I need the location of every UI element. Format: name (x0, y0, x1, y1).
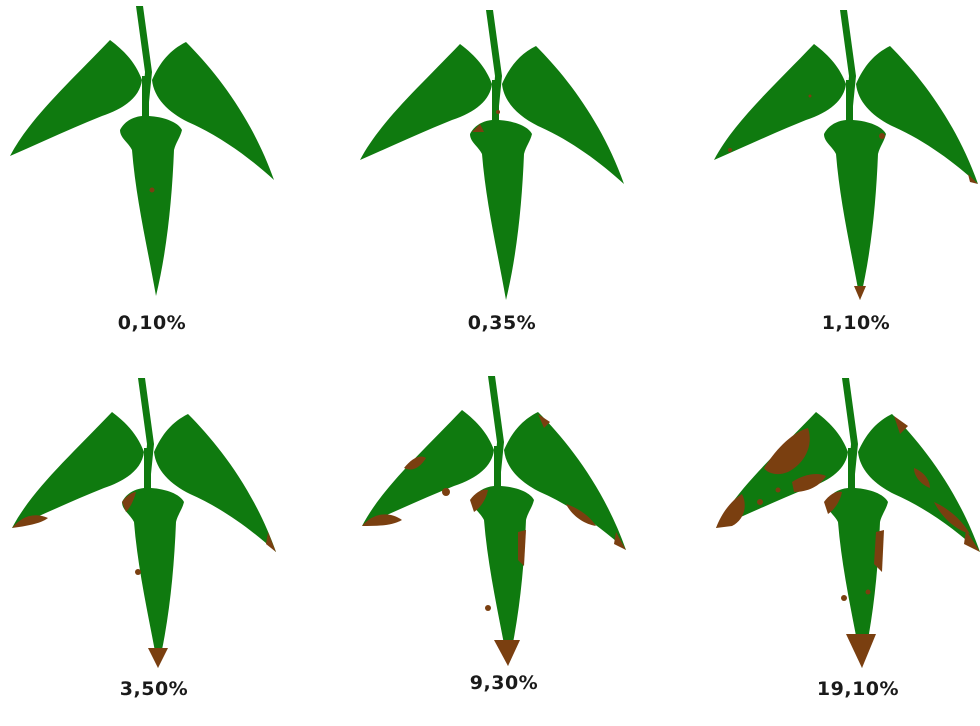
lesion-spot (12, 515, 48, 528)
lesion-spot (404, 456, 426, 470)
leaf-panel-1: 0,10% (2, 0, 302, 354)
leaf-panel-3: 1,10% (706, 4, 980, 358)
lesion-spot (494, 640, 520, 666)
leaf-panel-4: 3,50% (4, 372, 304, 726)
lesion-spot (914, 468, 930, 488)
lesion-spot (496, 110, 500, 114)
lesion-spot (149, 187, 155, 193)
lesion-spot (470, 489, 488, 512)
lesion-spot (538, 414, 550, 428)
lesion-spot (728, 148, 732, 152)
lesion-spot (808, 94, 812, 98)
lesion-spot (964, 530, 980, 552)
lesion-spot (472, 124, 484, 132)
leaf-panel-6: 19,10% (708, 372, 980, 726)
severity-label-6: 19,10% (816, 678, 900, 700)
lesion-spot (757, 499, 763, 505)
lesion-spot (442, 488, 450, 496)
lesion-spot (792, 474, 826, 492)
lesion-spot (122, 492, 136, 512)
lesion-spot (148, 648, 168, 668)
lesion-spot (485, 605, 491, 611)
lesion-spot (865, 589, 871, 595)
lesion-spot (841, 595, 847, 601)
leaf-diagram-5 (362, 376, 626, 666)
lesion-spot (968, 174, 978, 184)
lesion-spot (362, 514, 402, 526)
leaf-diagram-4 (12, 378, 276, 668)
lesion-spot (764, 428, 810, 475)
lesion-spot (934, 502, 970, 534)
lesion-spot (614, 532, 626, 550)
severity-label-5: 9,30% (469, 672, 539, 694)
lesion-spot (874, 530, 884, 572)
leaf-panel-2: 0,35% (352, 4, 652, 358)
leaf-diagram-6 (716, 378, 980, 668)
leaf-diagram-3 (714, 10, 978, 300)
lesion-spot (518, 530, 526, 566)
leaf-diagram-1 (10, 6, 274, 296)
lesion-spot (716, 494, 745, 528)
lesion-spot (566, 504, 596, 526)
leaf-panel-5: 9,30% (354, 370, 654, 724)
lesion-spot (135, 569, 141, 575)
severity-label-2: 0,35% (467, 312, 537, 334)
severity-label-4: 3,50% (119, 678, 189, 700)
lesion-spot (854, 286, 866, 300)
leaf-diagram-2 (360, 10, 624, 300)
lesion-spot (879, 133, 885, 139)
severity-label-3: 1,10% (821, 312, 891, 334)
lesion-spot (266, 532, 276, 552)
lesion-spot (824, 491, 842, 514)
lesion-spot (894, 416, 908, 434)
lesion-spot (775, 487, 781, 493)
lesion-spot (846, 634, 876, 668)
severity-label-1: 0,10% (117, 312, 187, 334)
